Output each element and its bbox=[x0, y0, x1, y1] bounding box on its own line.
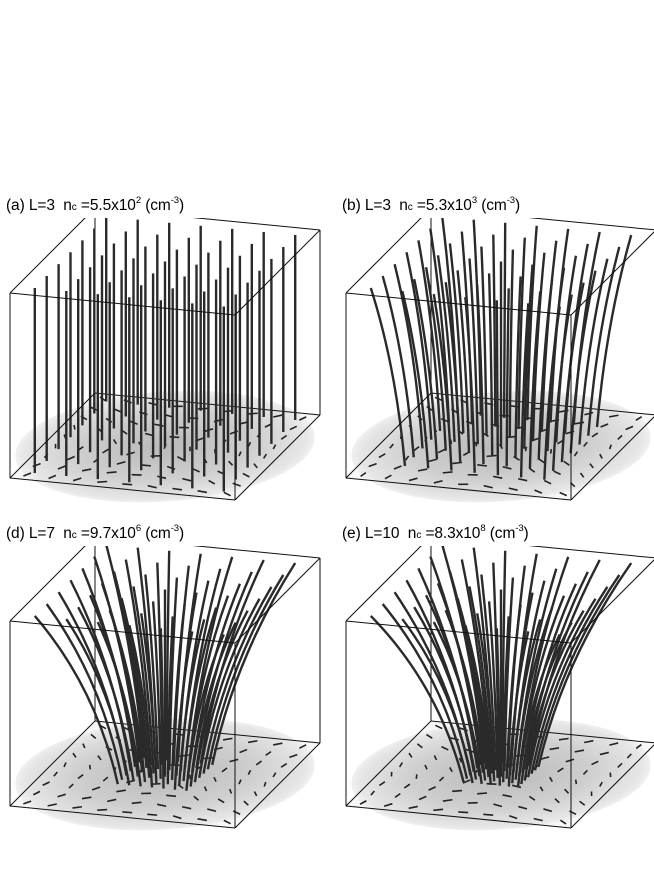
box-edge bbox=[95, 546, 320, 558]
floor-arrow bbox=[132, 802, 142, 803]
floor-arrow bbox=[452, 791, 462, 792]
floor-arrow bbox=[122, 812, 132, 813]
panel-a-plot bbox=[0, 218, 330, 518]
box-edge bbox=[235, 558, 320, 643]
panel-e-plot bbox=[336, 546, 654, 846]
panel-d: (d) L=7 nc =9.7x106 (cm-3) bbox=[0, 524, 330, 874]
floor-arrow bbox=[433, 809, 443, 810]
panel-e: (e) L=10 nc =8.3x108 (cm-3) bbox=[336, 524, 654, 874]
floor-arrow bbox=[97, 481, 107, 482]
floor-arrow bbox=[477, 793, 487, 794]
panel-b: (b) L=3 nc =5.3x103 (cm-3) bbox=[336, 196, 654, 546]
floor-arrow bbox=[141, 465, 151, 466]
field-line bbox=[504, 223, 505, 418]
panel-a-title: (a) L=3 nc =5.5x102 (cm-3) bbox=[6, 196, 184, 215]
panel-d-title: (d) L=7 nc =9.7x106 (cm-3) bbox=[6, 524, 184, 543]
floor-arrow bbox=[90, 765, 91, 769]
box-edge bbox=[235, 230, 320, 315]
floor-arrow bbox=[147, 814, 157, 815]
box-edge bbox=[571, 558, 654, 643]
box-edge bbox=[10, 546, 95, 621]
panel-a: (a) L=3 nc =5.5x102 (cm-3) bbox=[0, 196, 330, 546]
box-edge bbox=[431, 546, 654, 558]
floor-arrow bbox=[97, 810, 107, 811]
floor-arrow bbox=[443, 472, 453, 473]
panel-b-title: (b) L=3 nc =5.3x103 (cm-3) bbox=[342, 196, 520, 215]
floor-arrow bbox=[122, 484, 132, 485]
floor-arrow bbox=[576, 780, 577, 784]
floor-arrow bbox=[170, 437, 180, 438]
floor-arrow bbox=[107, 472, 117, 473]
panel-e-title: (e) L=10 nc =8.3x108 (cm-3) bbox=[342, 524, 529, 543]
floor-arrow bbox=[458, 812, 468, 813]
floor-arrow bbox=[198, 408, 208, 409]
floor-arrow bbox=[551, 449, 552, 453]
field-line bbox=[497, 300, 498, 475]
box-edge bbox=[431, 218, 654, 230]
floor-arrow bbox=[483, 814, 493, 815]
floor-arrow bbox=[487, 456, 497, 457]
box-edge bbox=[346, 218, 431, 293]
floor-arrow bbox=[525, 447, 526, 451]
floor-arrow bbox=[475, 442, 476, 446]
floor-arrow bbox=[166, 795, 176, 796]
floor-arrow bbox=[416, 774, 417, 778]
box-edge bbox=[346, 293, 571, 315]
panel-d-plot bbox=[0, 546, 330, 846]
panel-b-plot bbox=[336, 218, 654, 518]
floor-arrow bbox=[74, 425, 75, 429]
box-edge bbox=[95, 218, 320, 230]
